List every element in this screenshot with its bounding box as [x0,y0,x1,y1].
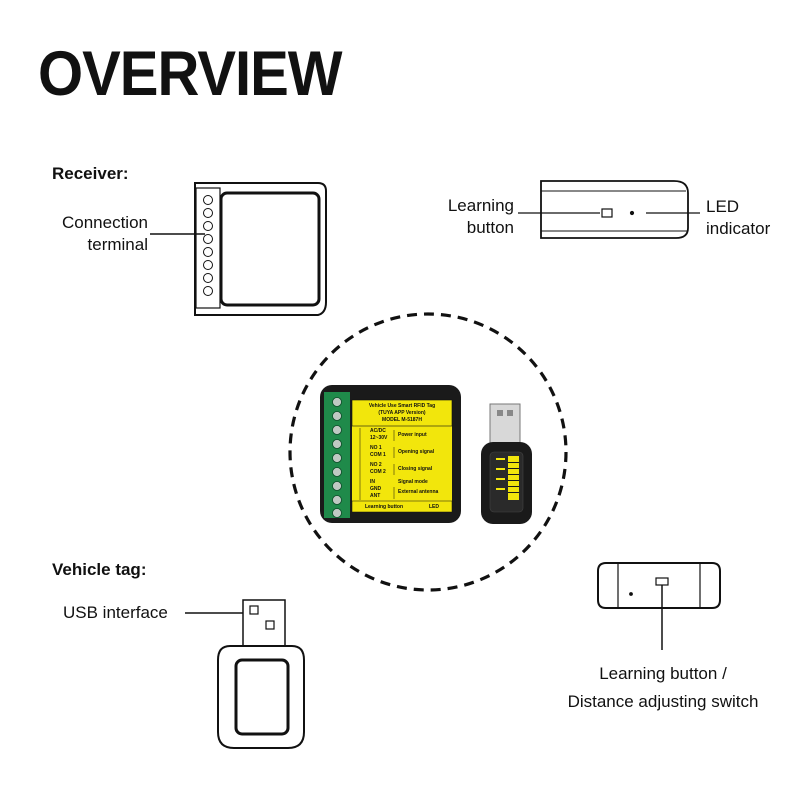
receiver-heading: Receiver: [52,164,129,183]
svg-text:ANT: ANT [370,493,380,499]
connection-terminal-label: Connection terminal [61,213,148,254]
svg-text:IN: IN [370,479,375,485]
svg-text:NO 2: NO 2 [370,462,382,468]
product-photo-frame [288,312,568,592]
panel-footer-learning: Learning button [365,504,403,510]
panel-row-signal-mode: IN Signal mode [370,479,428,485]
svg-text:Power input: Power input [398,432,427,438]
svg-text:COM 1: COM 1 [370,452,386,458]
svg-text:AC/DC: AC/DC [370,428,386,434]
panel-row-opening: NO 1 COM 1 Opening signal [370,445,435,458]
led-dot [629,210,635,216]
receiver-side-view [518,180,700,239]
panel-subtitle: (TUYA APP Version) [378,410,425,416]
led-indicator-label: LED indicator [706,197,771,238]
panel-footer-led: LED [429,504,439,510]
panel-row-power: AC/DC 12~30V Power input [370,428,427,441]
svg-text:GND: GND [370,486,382,492]
panel-row-closing: NO 2 COM 2 Closing signal [370,462,433,475]
receiver-device-photo: Vehicle Use Smart RFID Tag (TUYA APP Ver… [320,385,461,523]
learning-switch-label: Learning button / Distance adjusting swi… [567,664,759,711]
vehicle-tag-photo [481,403,532,524]
svg-text:COM 2: COM 2 [370,469,386,475]
learning-button-label: Learning button [447,196,514,237]
panel-model: MODEL M-5187H [382,417,422,423]
learning-button-slot [601,208,613,218]
vehicle-tag-side-view [597,562,721,650]
vehicle-tag-heading: Vehicle tag: [52,560,147,579]
svg-text:12~30V: 12~30V [370,435,388,441]
svg-text:Signal mode: Signal mode [398,479,428,485]
page-title: OVERVIEW [38,39,343,110]
terminal-screws [203,195,213,296]
svg-text:External antenna: External antenna [398,489,439,495]
svg-text:Opening signal: Opening signal [398,449,435,455]
panel-title: Vehicle Use Smart RFID Tag [369,403,435,409]
usb-interface-label: USB interface [63,603,168,622]
receiver-front-view [150,182,327,316]
vehicle-tag-drawing [185,599,305,749]
panel-row-antenna: GND ANT External antenna [370,486,439,499]
svg-text:NO 1: NO 1 [370,445,382,451]
svg-text:Closing signal: Closing signal [398,466,433,472]
distance-switch-slot [655,577,669,586]
